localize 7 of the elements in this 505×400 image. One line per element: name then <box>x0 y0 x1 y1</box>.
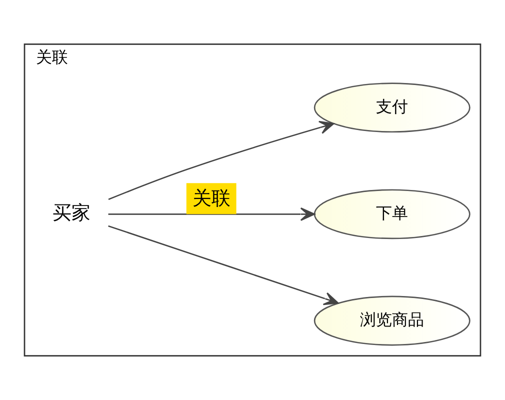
node-text: 买家 <box>52 202 91 224</box>
edge-label: 关联 <box>192 187 230 210</box>
arrow <box>108 207 316 221</box>
node-ellipse: 下单 <box>314 189 470 240</box>
arrow <box>108 225 339 306</box>
node-ellipse: 浏览商品 <box>314 296 470 346</box>
arrow <box>108 120 334 200</box>
